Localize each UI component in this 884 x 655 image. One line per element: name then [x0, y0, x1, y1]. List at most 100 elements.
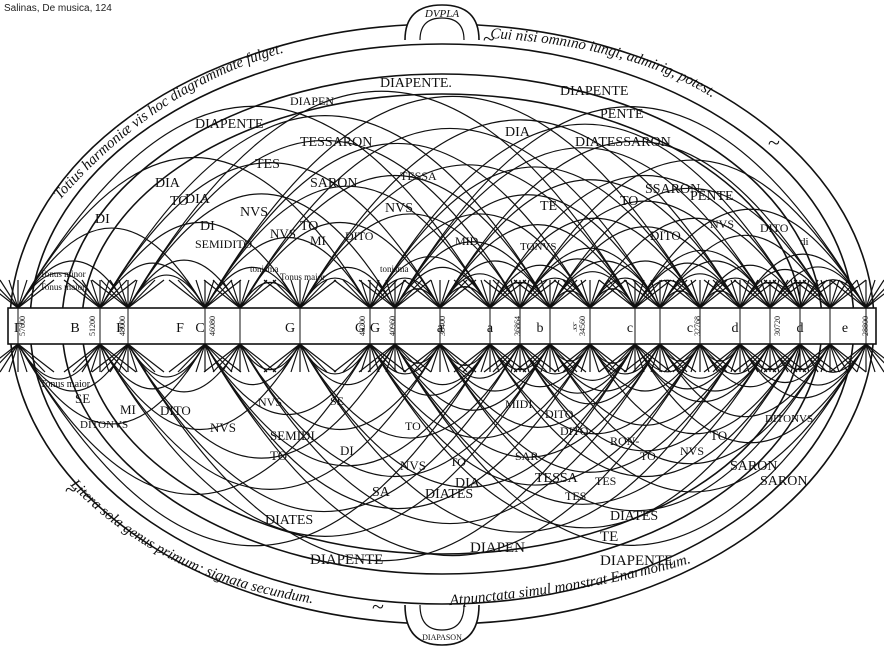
fan-line — [0, 279, 19, 309]
fan-line — [790, 279, 801, 309]
svg-text:~: ~ — [483, 26, 495, 51]
band-label: TO — [450, 455, 466, 469]
upper-arc — [17, 105, 491, 309]
fan-line — [571, 279, 591, 309]
fan-line — [856, 279, 867, 309]
scale-bar — [7, 307, 877, 345]
fan-line — [118, 343, 129, 373]
fan-line — [829, 279, 867, 309]
fan-line — [91, 343, 129, 373]
upper-arc — [634, 208, 867, 309]
fan-line — [299, 279, 310, 309]
band-label: DI — [340, 443, 354, 458]
fan-line — [623, 279, 661, 309]
lower-arc — [489, 343, 801, 477]
fan-line — [63, 343, 101, 373]
lower-arc — [239, 343, 441, 430]
fan-line — [204, 343, 233, 373]
band-label: PENTE — [600, 107, 644, 122]
fan-line — [90, 279, 101, 309]
fan-line — [385, 343, 396, 373]
band-label: DIA — [185, 192, 211, 207]
band-label: TO — [300, 219, 318, 234]
fan-line — [369, 279, 407, 309]
fan-line — [847, 279, 867, 309]
fan-line — [699, 279, 719, 309]
fan-line — [659, 279, 670, 309]
scale-number: 40960 — [388, 316, 397, 336]
band-label: tonisma — [380, 264, 409, 274]
fan-line — [634, 279, 672, 309]
fan-line — [663, 279, 701, 309]
fan-line — [865, 279, 876, 309]
band-label: MIDI — [505, 397, 532, 411]
fan-line — [510, 279, 521, 309]
fan-line — [772, 279, 801, 309]
fan-line — [483, 279, 521, 309]
fan-line — [549, 343, 560, 373]
fan-line — [99, 343, 110, 373]
fan-line — [204, 279, 242, 309]
fan-line — [72, 343, 101, 373]
fan-line — [641, 279, 661, 309]
fan-line — [690, 279, 701, 309]
fan-line — [580, 279, 591, 309]
fan-line — [492, 279, 521, 309]
fan-line — [699, 343, 728, 373]
fan-line — [127, 343, 138, 373]
flourish-bottom-left: ~ — [65, 477, 77, 502]
scale-note: a — [487, 321, 494, 336]
lower-arc — [127, 343, 396, 459]
band-label: NVS — [258, 395, 282, 409]
fan-line — [513, 279, 551, 309]
band-label: DIAPENTE — [310, 552, 383, 568]
upper-arc — [204, 142, 591, 309]
fan-line — [663, 343, 701, 373]
lower-arc — [204, 343, 591, 510]
band-label: tonisma — [250, 264, 279, 274]
fan-line — [127, 343, 156, 373]
top-medallion: DVPLA — [404, 4, 480, 41]
band-label: DIA — [505, 125, 531, 140]
fan-line — [99, 279, 119, 309]
fan-line — [239, 343, 268, 373]
fan-line — [281, 279, 301, 309]
upper-arc — [204, 237, 371, 309]
fan-line — [412, 343, 441, 373]
band-label: SSARON- — [645, 182, 705, 197]
fan-line — [195, 343, 206, 373]
lower-arc — [204, 343, 371, 415]
lower-arc — [299, 343, 741, 533]
fan-line — [865, 279, 884, 309]
band-label: SARON — [310, 176, 357, 191]
scale-note: B — [70, 321, 79, 336]
fan-line — [168, 343, 206, 373]
fan-line — [299, 279, 328, 309]
lower-arc — [127, 343, 241, 393]
lower-arc — [204, 343, 491, 467]
fan-line — [109, 279, 129, 309]
fan-line — [751, 343, 771, 373]
band-label: NVS — [680, 444, 704, 458]
fan-line — [0, 288, 19, 309]
band-label: RON- — [610, 434, 639, 448]
fan-line — [367, 279, 396, 309]
fan-line — [471, 279, 491, 309]
lower-arc — [439, 343, 741, 473]
fan-line — [462, 343, 491, 373]
fan-line — [549, 343, 578, 373]
fan-line — [204, 343, 215, 373]
fan-line — [589, 343, 627, 373]
fan-line — [439, 279, 468, 309]
fan-line — [531, 279, 551, 309]
fan-line — [17, 279, 37, 309]
lower-arc — [394, 343, 771, 505]
lower-arc — [99, 343, 441, 490]
fan-line — [802, 279, 831, 309]
fan-line — [369, 343, 407, 373]
fan-line — [360, 343, 371, 373]
fan-line — [580, 343, 591, 373]
fan-line — [531, 343, 551, 373]
